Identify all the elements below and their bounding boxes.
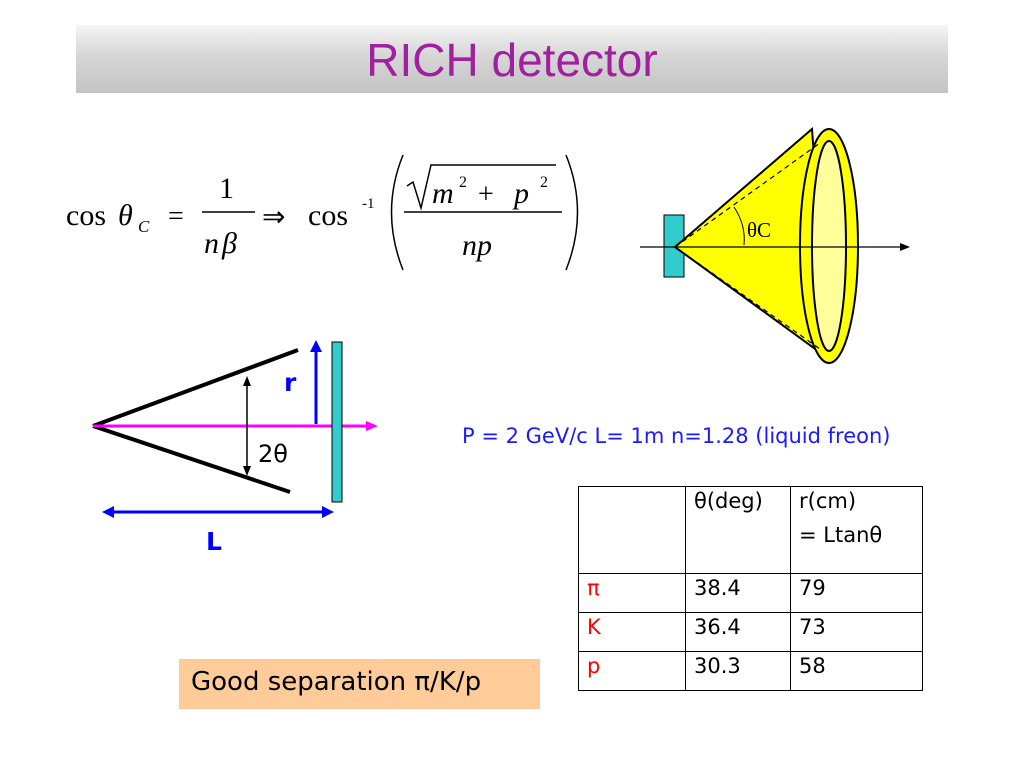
formula-sub-c: C xyxy=(138,217,150,236)
cone-edge-upper xyxy=(92,348,299,428)
cone-dashed-lower xyxy=(674,246,821,350)
L-arrowhead-left xyxy=(102,506,114,518)
parameters-text: P = 2 GeV/c L= 1m n=1.28 (liquid freon) xyxy=(462,424,891,448)
formula-arccos: cos xyxy=(308,199,348,232)
cherenkov-cone-diagram: θC xyxy=(640,126,910,364)
formula-implies: ⇒ xyxy=(262,202,285,233)
two-theta-arrowhead-down xyxy=(243,466,251,476)
formula-n: n xyxy=(204,227,219,260)
formula-theta: θ xyxy=(118,199,133,232)
two-theta-arrowhead-up xyxy=(243,376,251,386)
r-cell: 73 xyxy=(790,612,923,652)
separation-callout: Good separation π/K/p xyxy=(179,659,540,709)
sqrt-sign xyxy=(406,164,556,211)
cone-dashed-upper xyxy=(674,142,821,248)
table-header-r-line2: = Ltanθ xyxy=(799,523,883,547)
ring-geometry-diagram xyxy=(92,340,378,518)
page-title: RICH detector xyxy=(366,34,658,86)
formula-numerator-one: 1 xyxy=(219,172,234,205)
detector-plane xyxy=(331,341,343,503)
table-row: K 36.4 73 xyxy=(578,612,923,652)
particle-cell: π xyxy=(578,573,686,613)
L-arrowhead-right xyxy=(322,506,334,518)
particle-cell: p xyxy=(578,651,686,691)
r-arrowhead xyxy=(310,340,322,352)
cone-edge-lower xyxy=(92,424,291,494)
formula-beta: β xyxy=(221,227,237,260)
cone-rim-inner xyxy=(811,140,847,352)
formula-m-squared: 2 xyxy=(459,174,467,191)
table-header-r: r(cm) = Ltanθ xyxy=(790,486,923,574)
formula-p-squared: 2 xyxy=(540,174,548,191)
theta-cell: 38.4 xyxy=(685,573,791,613)
left-paren xyxy=(390,154,404,271)
L-label: L xyxy=(206,527,222,556)
formula-cos: cos xyxy=(66,199,106,232)
r-cell: 58 xyxy=(790,651,923,691)
cone-theta-c-label: θC xyxy=(747,218,771,242)
right-paren xyxy=(565,154,579,271)
formula-equals: = xyxy=(168,201,184,232)
formula-np: np xyxy=(462,229,492,262)
title-bar: RICH detector xyxy=(76,25,948,93)
formula-p: p xyxy=(512,177,529,210)
table-header-theta: θ(deg) xyxy=(685,486,791,574)
r-cell: 79 xyxy=(790,573,923,613)
cherenkov-formula: cos θ C = 1 n β ⇒ cos -1 m 2 + p 2 np xyxy=(66,154,579,271)
formula-inverse: -1 xyxy=(362,196,375,212)
particle-cell: K xyxy=(578,612,686,652)
table-header-empty xyxy=(578,486,686,574)
formula-m: m xyxy=(432,177,454,210)
theta-arc xyxy=(733,206,745,246)
table-row: p 30.3 58 xyxy=(578,651,923,691)
theta-cell: 36.4 xyxy=(685,612,791,652)
theta-cell: 30.3 xyxy=(685,651,791,691)
table-row: π 38.4 79 xyxy=(578,573,923,613)
table-header-row: θ(deg) r(cm) = Ltanθ xyxy=(578,486,923,574)
r-label: r xyxy=(284,368,297,397)
axis-arrowhead xyxy=(900,243,910,251)
callout-text: Good separation π/K/p xyxy=(191,667,482,697)
results-table: θ(deg) r(cm) = Ltanθ π 38.4 79 K 36.4 73… xyxy=(578,486,923,691)
table-header-r-line1: r(cm) xyxy=(799,489,857,513)
two-theta-label: 2θ xyxy=(258,440,288,468)
formula-plus: + xyxy=(478,179,494,210)
track-arrowhead xyxy=(366,421,378,431)
